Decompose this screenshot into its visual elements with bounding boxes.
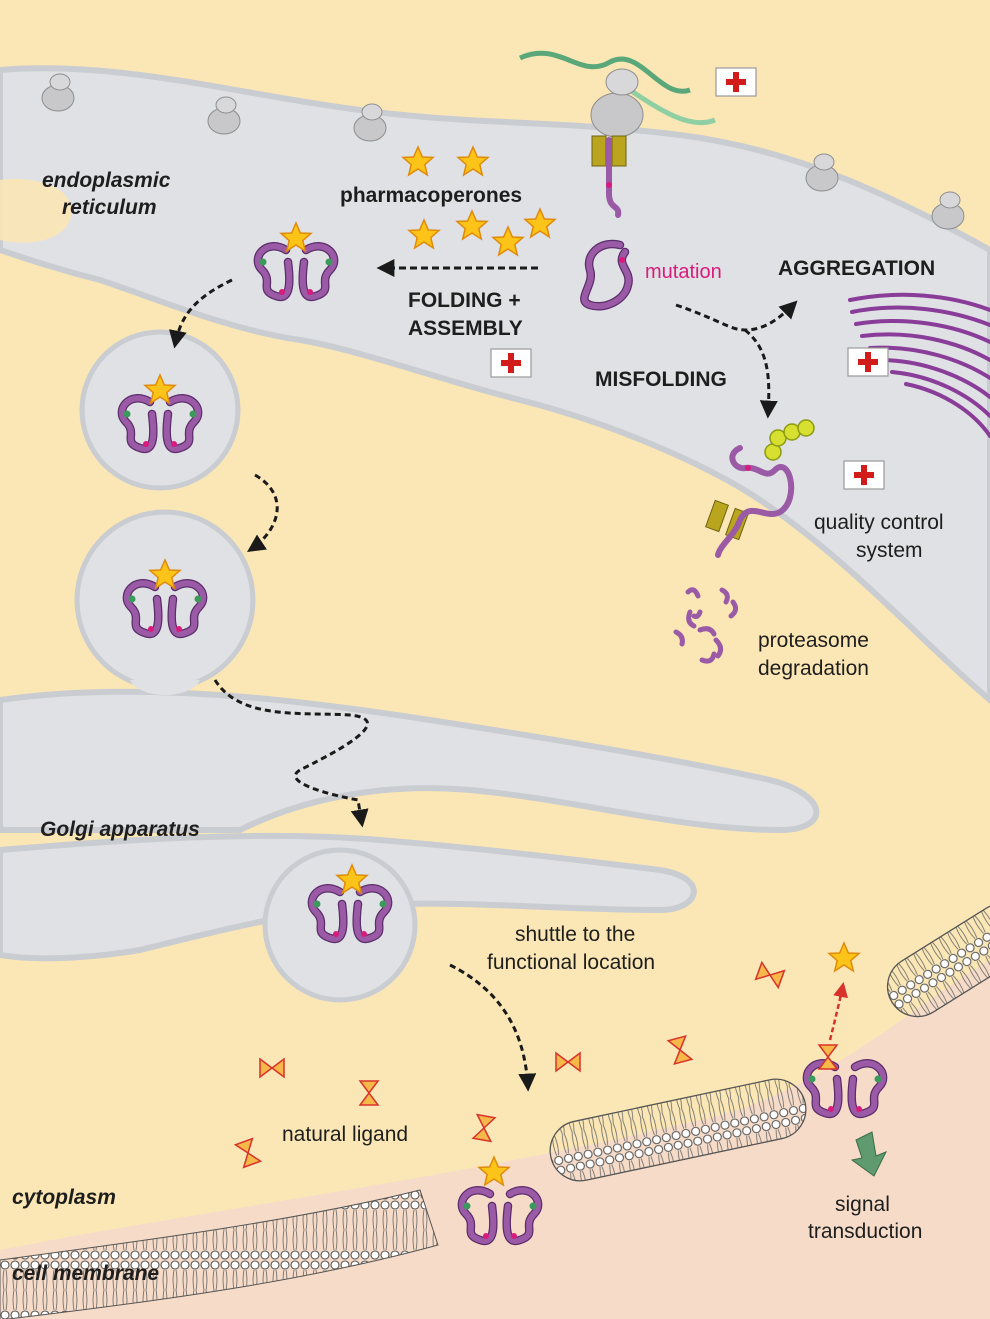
pathway-arrow <box>213 679 369 828</box>
cytoplasm-label: cytoplasm <box>12 1186 116 1209</box>
natural-ligand-label: natural ligand <box>282 1123 408 1146</box>
release-arrow <box>828 982 849 1041</box>
pathway-arrow <box>169 278 233 349</box>
vesicle-neck <box>130 680 200 695</box>
endoplasmic-reticulum <box>0 65 990 704</box>
translocon-right <box>611 135 627 167</box>
transport-vesicle-2 <box>74 509 256 691</box>
medical-cross-icon <box>843 460 885 490</box>
qc-label-line2: system <box>856 539 923 562</box>
golgi-cisterna-1 <box>0 688 820 834</box>
shuttle-arrow <box>449 963 537 1092</box>
pharmacoperones-label: pharmacoperones <box>340 184 522 207</box>
er-label-line2: reticulum <box>62 196 157 219</box>
proteasome-label-line2: degradation <box>758 657 869 680</box>
qc-label-line1: quality control <box>814 511 944 534</box>
shuttle-label-line2: functional location <box>487 951 655 974</box>
er-label-line1: endoplasmic <box>42 169 171 192</box>
folding-label-line2: ASSEMBLY <box>408 317 523 340</box>
mrna-strand-2 <box>628 87 716 126</box>
degraded-fragments <box>673 587 739 664</box>
mutation-label: mutation <box>645 261 722 283</box>
qc-channel-left <box>704 499 730 533</box>
mutation-site <box>606 182 612 188</box>
cell-membrane-right <box>886 902 990 1018</box>
signal-arrow <box>850 1131 888 1177</box>
folding-label-line1: FOLDING + <box>408 289 521 312</box>
cell-membrane-left <box>0 1189 439 1319</box>
signal-label-line2: transduction <box>808 1220 922 1243</box>
cell-membrane-label: cell membrane <box>12 1262 159 1285</box>
medical-cross-icon <box>715 67 757 97</box>
ubiquitin-chain <box>764 419 815 461</box>
aggregate-fibrils <box>848 292 990 438</box>
misfolding-arrow <box>744 328 778 419</box>
aggregation-label: AGGREGATION <box>778 257 935 280</box>
transport-vesicle-1 <box>79 329 241 491</box>
er-fold <box>0 179 72 243</box>
cell-membrane-mid <box>549 1078 807 1182</box>
pathway-arrow <box>247 473 279 552</box>
shuttle-label-line1: shuttle to the <box>515 923 635 946</box>
mutation-site <box>745 465 751 471</box>
mutant-protein <box>581 241 632 310</box>
translocon-left <box>591 135 607 167</box>
medical-cross-icon <box>490 348 532 378</box>
mrna-strand <box>518 50 691 94</box>
mutation-site <box>619 257 625 263</box>
medical-cross-icon <box>847 347 889 377</box>
misfolding-label: MISFOLDING <box>595 368 727 391</box>
proteasome-label-line1: proteasome <box>758 629 869 652</box>
golgi-label: Golgi apparatus <box>40 818 200 841</box>
ribosome-large <box>590 92 644 138</box>
misfolded-protein <box>715 445 795 558</box>
aggregation-arrow <box>675 300 798 332</box>
signal-label-line1: signal <box>835 1193 890 1216</box>
ribosome-small <box>605 68 639 96</box>
nascent-chain <box>606 137 622 218</box>
